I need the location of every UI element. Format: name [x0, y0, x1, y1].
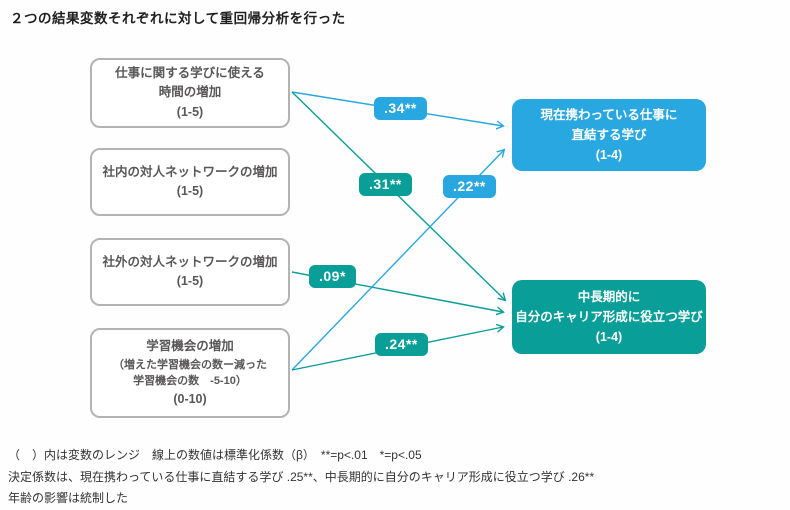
variable-range: (0-10) [173, 391, 207, 406]
predictor-subtext: （増えた学習機会の数ー減った [113, 358, 267, 371]
coefficient-badge-22: .22** [443, 175, 496, 198]
variable-range: (1-4) [595, 148, 623, 162]
predictor-text: 学習機会の増加 [146, 339, 234, 354]
variable-range: (1-5) [176, 274, 204, 288]
footnote-range-beta: （ ）内は変数のレンジ 線上の数値は標準化係数（β） **=p<.01 *=p<… [8, 448, 422, 462]
predictor-text: 社外の対人ネットワークの増加 [102, 254, 278, 269]
coefficient-badge-09: .09* [309, 265, 356, 288]
footnotes: （ ）内は変数のレンジ 線上の数値は標準化係数（β） **=p<.01 *=p<… [8, 445, 594, 510]
predictor-text: 時間の増加 [158, 85, 222, 100]
predictor-text: 社内の対人ネットワークの増加 [102, 164, 278, 179]
outcome-text: 自分のキャリア形成に役立つ学び [515, 310, 703, 324]
coefficient-badge-24: .24** [375, 333, 428, 356]
predictor-box-time-increase: 仕事に関する学びに使える 時間の増加 (1-5) [90, 58, 290, 128]
footnote-age-control: 年齢の影響は統制した [8, 491, 129, 505]
predictor-text: 仕事に関する学びに使える [115, 65, 265, 80]
coefficient-badge-31: .31** [359, 173, 412, 196]
outcome-box-current-job-learning: 現在携わっている仕事に 直結する学び (1-4) [512, 99, 706, 171]
variable-range: (1-5) [176, 184, 204, 198]
predictor-box-learning-opportunity: 学習機会の増加 （増えた学習機会の数ー減った 学習機会の数 -5-10） (0-… [90, 328, 290, 418]
outcome-text: 現在携わっている仕事に [540, 108, 678, 122]
outcome-text: 中長期的に [577, 290, 641, 304]
predictor-subtext: 学習機会の数 -5-10） [133, 375, 247, 387]
variable-range: (1-4) [595, 330, 623, 344]
coefficient-badge-34: .34** [374, 97, 427, 120]
outcome-box-career-learning: 中長期的に 自分のキャリア形成に役立つ学び (1-4) [512, 280, 706, 354]
predictor-box-internal-network: 社内の対人ネットワークの増加 (1-5) [90, 148, 290, 216]
outcome-text: 直結する学び [571, 128, 647, 142]
diagram-title: ２つの結果変数それぞれに対して重回帰分析を行った [10, 11, 346, 26]
predictor-box-external-network: 社外の対人ネットワークの増加 (1-5) [90, 238, 290, 306]
footnote-r-squared: 決定係数は、現在携わっている仕事に直結する学び .25**、中長期的に自分のキャ… [8, 469, 595, 484]
variable-range: (1-5) [176, 104, 204, 119]
